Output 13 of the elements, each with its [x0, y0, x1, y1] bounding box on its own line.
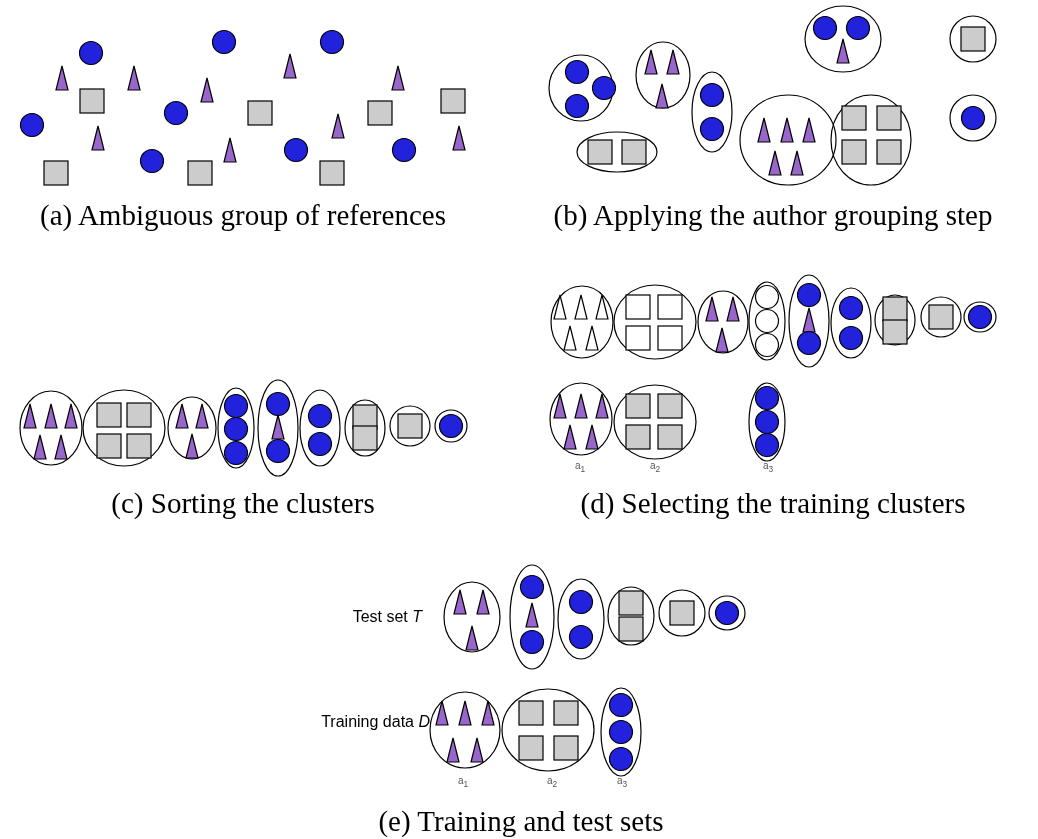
cluster-label: a$_{1}$ — [457, 775, 469, 789]
subfigure-caption: (e) Training and test sets — [378, 804, 664, 838]
cluster-label: a$_{3}$ — [616, 775, 628, 789]
set-label: Test set T — [352, 608, 422, 626]
subfigure-caption: (a) Ambiguous group of references — [40, 198, 446, 232]
cluster-label: a$_{2}$ — [546, 775, 558, 789]
subfigure-caption: (b) Applying the author grouping step — [553, 198, 993, 232]
cluster-label: a$_{3}$ — [762, 460, 774, 474]
subfigure-caption: (d) Selecting the training clusters — [580, 486, 966, 520]
cluster-label: a$_{1}$ — [574, 460, 586, 474]
cluster-label: a$_{2}$ — [649, 460, 661, 474]
set-label: Training data D — [321, 713, 430, 731]
subfigure-caption: (c) Sorting the clusters — [111, 486, 375, 520]
